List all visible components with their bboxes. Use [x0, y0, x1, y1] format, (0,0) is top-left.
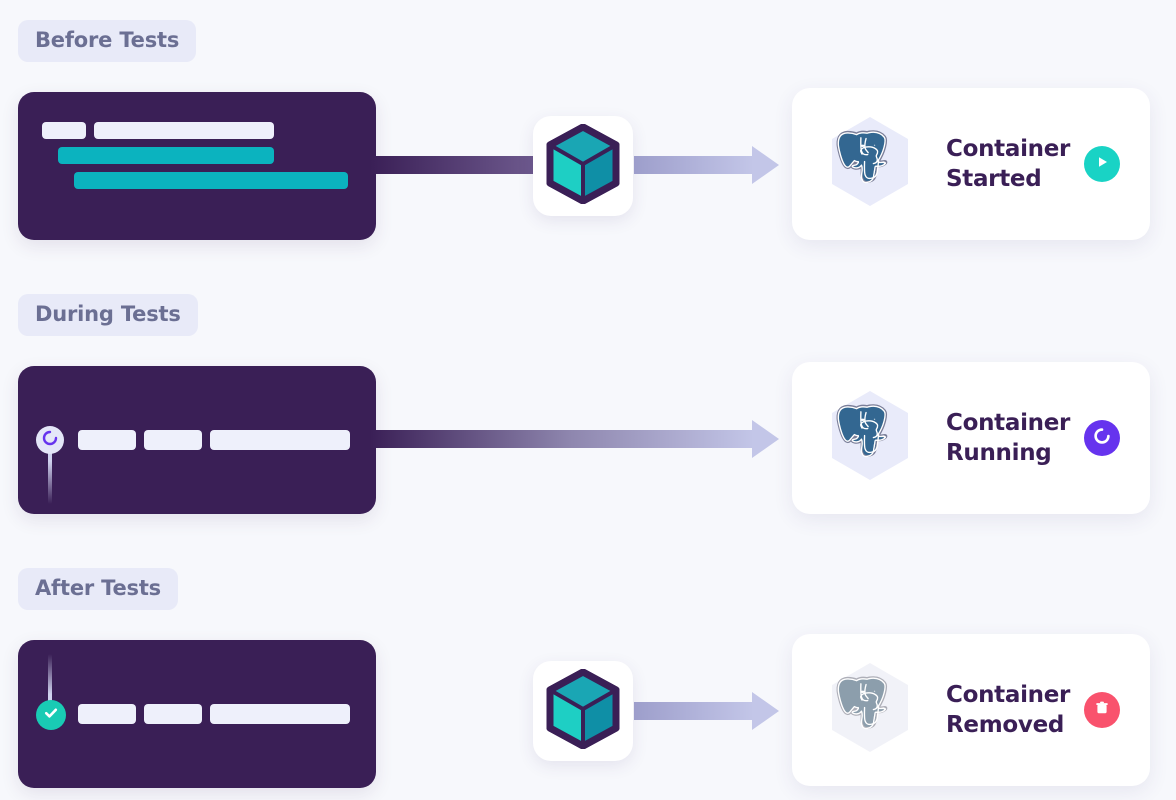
code-bar	[94, 122, 274, 139]
status-card-container-removed[interactable]: Container Removed	[792, 634, 1150, 786]
cube-icon	[546, 668, 620, 753]
code-bar	[42, 122, 86, 139]
arrow-shaft-during	[370, 430, 754, 448]
card-title-line2: Running	[946, 440, 1052, 466]
postgresql-elephant-icon	[820, 109, 920, 219]
card-title-line1: Container	[946, 681, 1071, 708]
code-bar	[144, 704, 202, 724]
code-panel-before-tests	[18, 92, 376, 240]
code-panel-after-tests	[18, 640, 376, 788]
cube-tile-after-tests	[533, 661, 633, 761]
arrow-head-during	[752, 420, 779, 458]
code-bar	[78, 704, 136, 724]
check-icon	[42, 704, 60, 726]
postgresql-elephant-icon	[820, 383, 920, 493]
card-title-line2: Started	[946, 166, 1042, 192]
stage-pill-after-tests: After Tests	[18, 568, 178, 610]
code-bar	[58, 147, 274, 164]
timeline-check-dot	[36, 700, 66, 730]
trash-icon	[1094, 700, 1110, 720]
timeline-line-down	[48, 438, 52, 504]
card-title: Container Removed	[946, 680, 1084, 741]
spinner-icon	[1092, 426, 1112, 450]
status-card-container-running[interactable]: Container Running	[792, 362, 1150, 514]
code-bar	[144, 430, 202, 450]
card-title: Container Running	[946, 408, 1084, 469]
status-card-container-started[interactable]: Container Started	[792, 88, 1150, 240]
cube-icon	[546, 123, 620, 208]
status-badge-removed[interactable]	[1084, 692, 1120, 728]
postgresql-elephant-icon	[820, 655, 920, 765]
arrow-head-before	[752, 146, 779, 184]
card-title-line1: Container	[946, 135, 1071, 162]
cube-tile-before-tests	[533, 116, 633, 216]
timeline-line-up	[48, 654, 52, 716]
arrow-head-after	[752, 692, 779, 730]
code-bar	[74, 172, 348, 189]
stage-pill-before-tests: Before Tests	[18, 20, 197, 62]
code-panel-during-tests	[18, 366, 376, 514]
play-icon	[1094, 154, 1110, 174]
timeline-spinner-dot	[36, 426, 64, 454]
card-title-line1: Container	[946, 409, 1071, 436]
code-bar	[78, 430, 136, 450]
spinner-icon	[41, 429, 59, 451]
status-badge-running[interactable]	[1084, 420, 1120, 456]
code-bar	[210, 430, 350, 450]
status-badge-started[interactable]	[1084, 146, 1120, 182]
arrow-shaft-after	[634, 702, 754, 720]
card-title-line2: Removed	[946, 712, 1065, 738]
code-bar	[210, 704, 350, 724]
arrow-shaft-before-b	[634, 156, 754, 174]
card-title: Container Started	[946, 134, 1084, 195]
arrow-shaft-before-a	[370, 156, 535, 174]
stage-pill-during-tests: During Tests	[18, 294, 198, 336]
